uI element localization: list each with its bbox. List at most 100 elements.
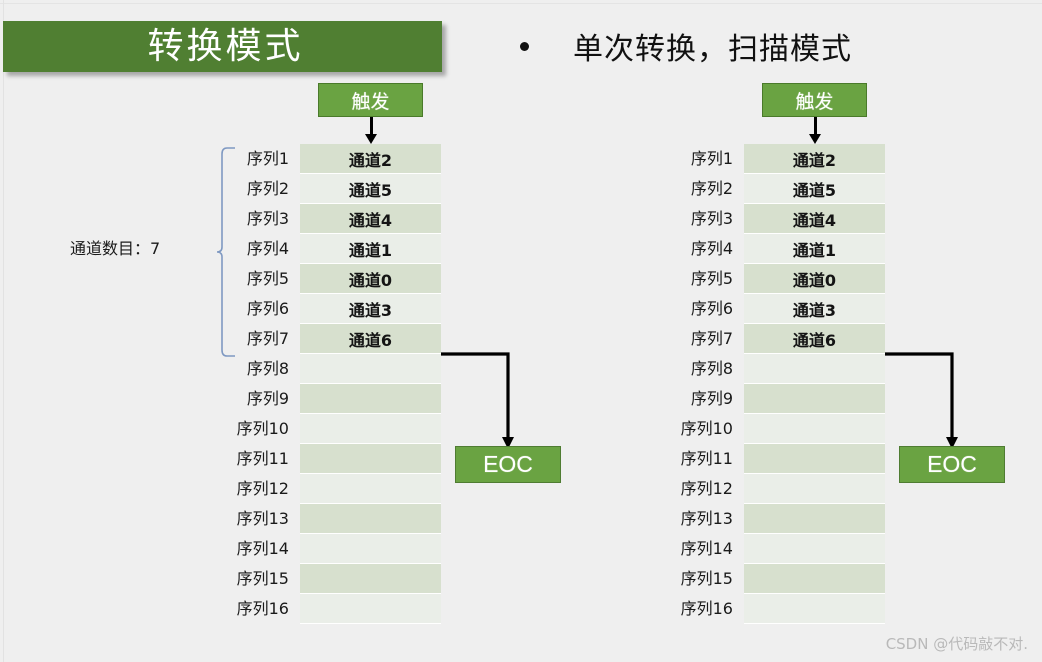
trigger-button-label: 触发: [795, 90, 834, 113]
sequence-label: 序列7: [246, 329, 289, 348]
table-row[interactable]: [300, 534, 441, 564]
eoc-box[interactable]: EOC: [455, 446, 561, 483]
channel-cell: 通道6: [792, 330, 837, 350]
sequence-label: 序列10: [236, 419, 289, 438]
channel-cell: 通道4: [348, 210, 393, 230]
trigger-button-label: 触发: [351, 90, 390, 113]
trigger-arrow-head-icon: [809, 134, 821, 144]
table-row[interactable]: [744, 444, 885, 474]
table-row[interactable]: 通道5: [744, 174, 885, 204]
bullet-line: 单次转换，扫描模式: [520, 22, 1020, 70]
channel-cell: 通道1: [348, 240, 393, 260]
sequence-label: 序列6: [690, 299, 733, 318]
sequence-label: 序列3: [246, 209, 289, 228]
channel-cell: 通道2: [792, 150, 837, 170]
sequence-table: 通道2 通道5 通道4 通道1 通道0 通道3 通道6: [300, 144, 441, 624]
sequence-label: 序列4: [690, 239, 733, 258]
sequence-label: 序列9: [690, 389, 733, 408]
table-row[interactable]: 通道5: [300, 174, 441, 204]
sequence-label: 序列6: [246, 299, 289, 318]
eoc-connector-arrow: [441, 352, 520, 450]
sequence-label: 序列15: [236, 569, 289, 588]
sequence-label: 序列10: [680, 419, 733, 438]
table-row[interactable]: 通道1: [300, 234, 441, 264]
sequence-label-column: 序列1 序列2 序列3 序列4 序列5 序列6 序列7 序列8 序列9 序列10 序列11 序列12 序…: [185, 144, 295, 624]
trigger-button[interactable]: 触发: [762, 83, 867, 117]
table-row[interactable]: [300, 384, 441, 414]
sequence-label: 序列4: [246, 239, 289, 258]
channel-group-bracket: [213, 146, 237, 360]
table-row[interactable]: [300, 474, 441, 504]
sequence-label: 序列12: [236, 479, 289, 498]
table-row[interactable]: [744, 414, 885, 444]
table-row[interactable]: 通道6: [300, 324, 441, 354]
trigger-arrow-head-icon: [365, 134, 377, 144]
page-title: 转换模式: [147, 25, 304, 67]
slide-top-border: [0, 3, 1042, 4]
table-row[interactable]: [744, 594, 885, 624]
table-row[interactable]: 通道4: [744, 204, 885, 234]
table-row[interactable]: 通道1: [744, 234, 885, 264]
channel-count-label: 通道数目：7: [70, 239, 161, 258]
sequence-label: 序列8: [246, 359, 289, 378]
table-row[interactable]: [744, 384, 885, 414]
sequence-label: 序列2: [690, 179, 733, 198]
table-row[interactable]: [744, 474, 885, 504]
table-row[interactable]: [300, 354, 441, 384]
table-row[interactable]: [744, 564, 885, 594]
channel-cell: 通道1: [792, 240, 837, 260]
sequence-label: 序列13: [236, 509, 289, 528]
table-row[interactable]: 通道6: [744, 324, 885, 354]
table-row[interactable]: [744, 354, 885, 384]
eoc-label: EOC: [927, 451, 977, 477]
sequence-label: 序列1: [246, 149, 289, 168]
sequence-label: 序列3: [690, 209, 733, 228]
channel-cell: 通道6: [348, 330, 393, 350]
table-row[interactable]: 通道2: [300, 144, 441, 174]
sequence-label: 序列11: [236, 449, 289, 468]
table-row[interactable]: [300, 414, 441, 444]
sequence-label: 序列8: [690, 359, 733, 378]
sequence-label: 序列15: [680, 569, 733, 588]
channel-cell: 通道3: [348, 300, 393, 320]
channel-cell: 通道5: [792, 180, 837, 200]
trigger-button[interactable]: 触发: [318, 83, 423, 117]
sequence-label: 序列5: [246, 269, 289, 288]
sequence-label: 序列13: [680, 509, 733, 528]
table-row[interactable]: [300, 564, 441, 594]
sequence-label: 序列12: [680, 479, 733, 498]
sequence-label: 序列9: [246, 389, 289, 408]
table-row[interactable]: 通道2: [744, 144, 885, 174]
table-row[interactable]: [300, 594, 441, 624]
eoc-box[interactable]: EOC: [899, 446, 1005, 483]
table-row[interactable]: [744, 534, 885, 564]
sequence-label: 序列7: [690, 329, 733, 348]
sequence-label: 序列16: [680, 599, 733, 618]
sequence-table: 通道2 通道5 通道4 通道1 通道0 通道3 通道6: [744, 144, 885, 624]
channel-cell: 通道5: [348, 180, 393, 200]
sequence-label: 序列1: [690, 149, 733, 168]
table-row[interactable]: 通道4: [300, 204, 441, 234]
sequence-label: 序列2: [246, 179, 289, 198]
table-row[interactable]: 通道3: [300, 294, 441, 324]
slide-title-banner: 转换模式: [3, 21, 442, 72]
table-row[interactable]: [300, 444, 441, 474]
table-row[interactable]: [300, 504, 441, 534]
channel-cell: 通道3: [792, 300, 837, 320]
channel-cell: 通道0: [792, 270, 837, 290]
channel-cell: 通道4: [792, 210, 837, 230]
table-row[interactable]: 通道3: [744, 294, 885, 324]
watermark: CSDN @代码敲不对.: [885, 635, 1028, 653]
sequence-label: 序列5: [690, 269, 733, 288]
sequence-label: 序列16: [236, 599, 289, 618]
slide-left-border: [3, 0, 4, 662]
table-row[interactable]: [744, 504, 885, 534]
sequence-label: 序列14: [236, 539, 289, 558]
table-row[interactable]: 通道0: [300, 264, 441, 294]
trigger-arrow-stem: [814, 117, 817, 135]
channel-cell: 通道0: [348, 270, 393, 290]
sequence-label: 序列14: [680, 539, 733, 558]
table-row[interactable]: 通道0: [744, 264, 885, 294]
